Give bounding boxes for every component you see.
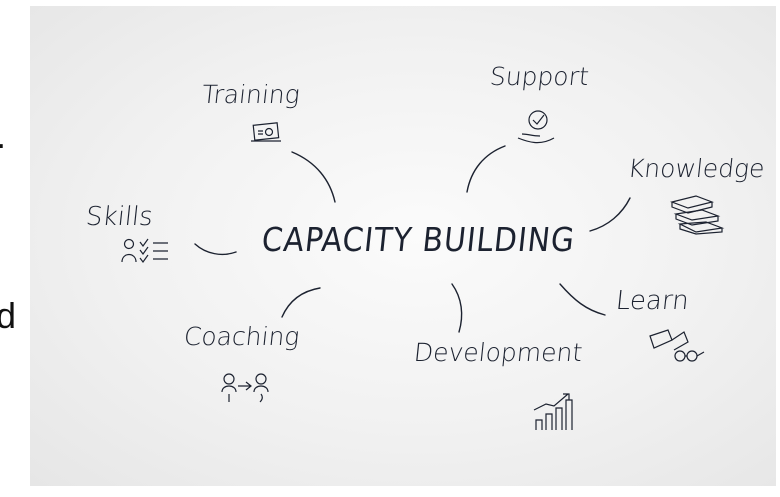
node-development: Development xyxy=(412,338,584,367)
book-stack-icon xyxy=(669,195,725,235)
hand-checkmark-icon xyxy=(517,110,555,144)
growth-bars-icon xyxy=(533,393,573,430)
open-book-glasses-icon xyxy=(649,329,705,362)
people-checklist-icon xyxy=(121,238,168,264)
connector-skills xyxy=(194,243,237,256)
node-coaching: Coaching xyxy=(182,322,301,351)
connector-coaching xyxy=(281,287,321,318)
center-title: CAPACITY BUILDING xyxy=(259,220,577,259)
cropped-text-top: . xyxy=(0,118,6,154)
cropped-text-middle: d xyxy=(0,295,17,336)
node-skills: Skills xyxy=(84,202,155,232)
presentation-board-icon xyxy=(251,122,281,142)
node-knowledge: Knowledge xyxy=(626,154,767,183)
connector-learn xyxy=(559,283,606,316)
mentor-arrow-icon xyxy=(221,373,269,403)
mind-map-board: CAPACITY BUILDING Training Support Knowl… xyxy=(30,6,776,486)
connector-layer xyxy=(194,145,631,333)
connector-knowledge xyxy=(589,197,631,232)
connector-support xyxy=(466,145,506,193)
connector-development xyxy=(451,283,463,333)
node-support: Support xyxy=(488,62,591,91)
node-training: Training xyxy=(200,80,302,109)
connector-training xyxy=(291,151,336,203)
node-learn: Learn xyxy=(614,286,691,316)
